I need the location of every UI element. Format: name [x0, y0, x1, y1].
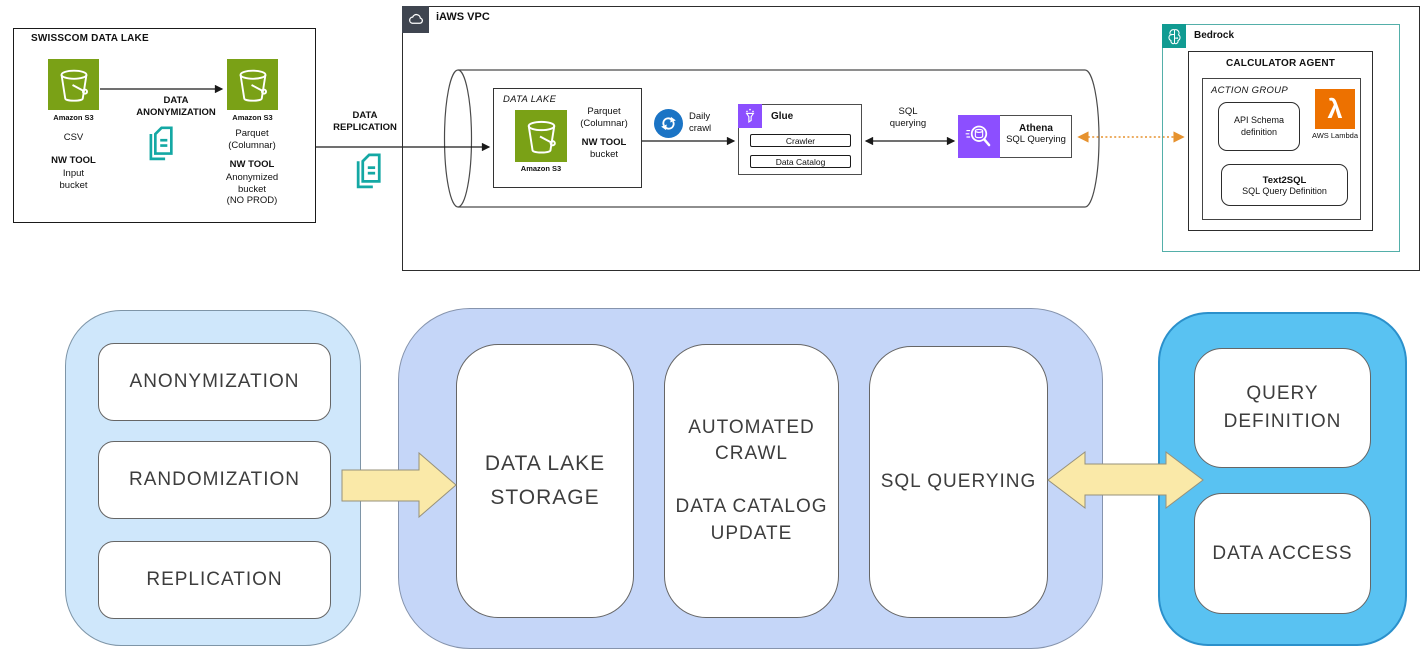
sync-icon: [654, 109, 683, 138]
s3-datalake-service-label: Amazon S3: [520, 164, 562, 173]
api-schema-box: API Schema definition: [1218, 102, 1300, 151]
calculator-agent-title: CALCULATOR AGENT: [1225, 58, 1336, 69]
output-bucket-desc: Anonymized bucket (NO PROD): [225, 172, 279, 206]
replication-documents-icon: [349, 150, 382, 189]
action-group-title: ACTION GROUP: [1211, 85, 1288, 96]
athena-subtitle: SQL Querying: [1006, 134, 1066, 145]
anonymization-card: ANONYMIZATION: [98, 343, 331, 421]
access-stage-container: QUERY DEFINITION DATA ACCESS: [1158, 312, 1407, 646]
s3-output-service-label: Amazon S3: [232, 113, 273, 122]
glue-box: Glue Crawler Data Catalog: [738, 104, 862, 175]
athena-box: Athena SQL Querying: [958, 115, 1072, 158]
input-tool-name: NW TOOL: [51, 155, 96, 166]
text2sql-title: Text2SQL: [1262, 174, 1307, 186]
query-definition-label: QUERY DEFINITION: [1223, 382, 1342, 433]
input-bucket-name: NW TOOL Input bucket: [28, 150, 119, 191]
s3-input-bucket-icon: [48, 59, 99, 110]
output-tool-name: NW TOOL: [229, 159, 275, 170]
vpc-box: [402, 6, 1420, 271]
datalake-bucket-desc: bucket: [590, 148, 618, 160]
datalake-format-label: Parquet (Columnar): [580, 106, 628, 129]
bedrock-title: Bedrock: [1194, 30, 1235, 41]
data-anonymization-label: DATA ANONYMIZATION: [136, 95, 216, 118]
data-lake-box: DATA LAKE Amazon S3 Parquet (Columnar) N…: [493, 88, 642, 188]
swisscom-title: SWISSCOM DATA LAKE: [31, 33, 149, 44]
query-definition-card: QUERY DEFINITION: [1194, 348, 1371, 468]
lambda-label: AWS Lambda: [1312, 131, 1358, 140]
output-bucket-name: NW TOOL Anonymized bucket (NO PROD): [204, 154, 300, 207]
swisscom-data-lake-box: SWISSCOM DATA LAKE Amazon S3 CSV NW TOOL…: [13, 28, 316, 223]
athena-icon: [958, 115, 1000, 158]
vpc-cloud-icon: [402, 6, 429, 33]
datalake-tool-name: NW TOOL: [581, 137, 627, 148]
calculator-agent-box: CALCULATOR AGENT ACTION GROUP API Schema…: [1188, 51, 1373, 231]
action-group-box: ACTION GROUP API Schema definition λ AWS…: [1202, 78, 1361, 220]
documents-icon: [142, 123, 174, 161]
glue-crawler-label: Crawler: [785, 135, 816, 146]
datalake-bucket-name: Parquet (Columnar) NW TOOL bucket: [570, 106, 638, 160]
lake-stage-container: DATA LAKE STORAGE AUTOMATED CRAWL DATA C…: [398, 308, 1103, 649]
glue-data-catalog-item: Data Catalog: [750, 155, 851, 168]
data-access-card: DATA ACCESS: [1194, 493, 1371, 614]
athena-title: Athena: [1019, 123, 1053, 134]
glue-icon: [738, 104, 762, 128]
randomization-card: RANDOMIZATION: [98, 441, 331, 519]
replication-label: REPLICATION: [146, 569, 283, 591]
glue-data-catalog-label: Data Catalog: [775, 156, 826, 167]
sql-querying-card-label: SQL QUERYING: [880, 471, 1037, 493]
api-schema-label: API Schema definition: [1233, 115, 1285, 137]
glue-title: Glue: [771, 111, 794, 122]
automated-crawl-label: AUTOMATED CRAWL DATA CATALOG UPDATE: [675, 416, 828, 544]
s3-output-bucket-icon: [227, 59, 278, 110]
s3-input-service-label: Amazon S3: [53, 113, 94, 122]
preparation-stage-container: ANONYMIZATION RANDOMIZATION REPLICATION: [65, 310, 361, 646]
vpc-title: iAWS VPC: [436, 11, 490, 23]
data-replication-label: DATA REPLICATION: [333, 110, 397, 133]
automated-crawl-card: AUTOMATED CRAWL DATA CATALOG UPDATE: [664, 344, 839, 618]
sql-querying-label: SQL querying: [889, 106, 927, 129]
athena-labels: Athena SQL Querying: [1001, 123, 1071, 146]
lambda-glyph: λ: [1327, 93, 1343, 124]
data-lake-storage-label: DATA LAKE STORAGE: [484, 452, 606, 509]
output-format-label: Parquet (Columnar): [228, 128, 276, 151]
text2sql-subtitle: SQL Query Definition: [1242, 185, 1327, 196]
lambda-icon: λ: [1315, 89, 1355, 129]
anonymization-label: ANONYMIZATION: [129, 371, 300, 393]
replication-card: REPLICATION: [98, 541, 331, 619]
glue-crawler-item: Crawler: [750, 134, 851, 147]
daily-crawl-label: Daily crawl: [689, 111, 712, 134]
s3-datalake-bucket-icon: [515, 110, 567, 162]
sql-querying-card: SQL QUERYING: [869, 346, 1048, 618]
randomization-label: RANDOMIZATION: [129, 469, 300, 491]
data-lake-title: DATA LAKE: [503, 94, 557, 105]
data-lake-storage-card: DATA LAKE STORAGE: [456, 344, 634, 618]
input-bucket-desc: Input bucket: [59, 168, 88, 191]
text2sql-box: Text2SQL SQL Query Definition: [1221, 164, 1348, 206]
bedrock-box: Bedrock CALCULATOR AGENT ACTION GROUP AP…: [1162, 24, 1400, 252]
input-format-label: CSV: [63, 132, 84, 143]
bedrock-icon: [1162, 24, 1186, 48]
data-access-label: DATA ACCESS: [1212, 542, 1353, 564]
